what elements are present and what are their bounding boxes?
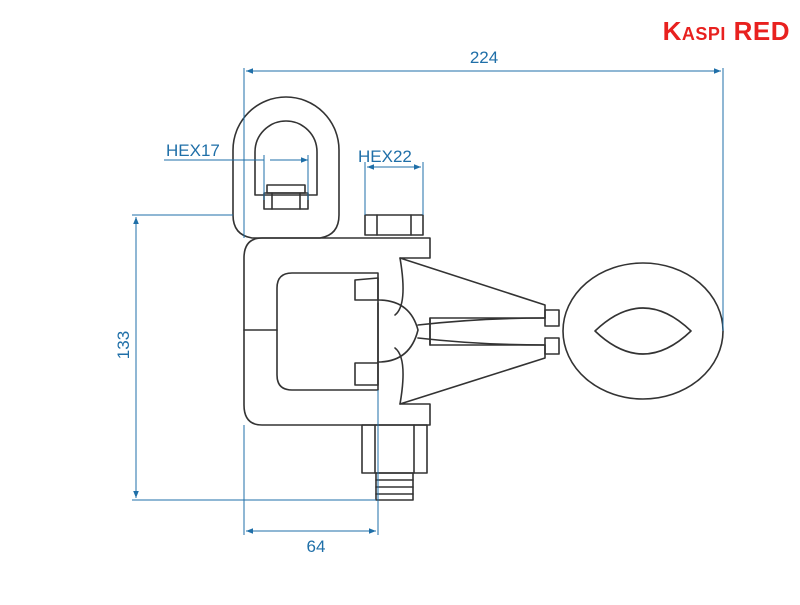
hex22-label: HEX22: [358, 147, 412, 166]
brand-logo: Kaspi RED: [663, 16, 790, 47]
brand-name: Kaspi: [662, 16, 726, 46]
eye-ring-hole: [594, 307, 692, 355]
hex17-nut-top: [266, 184, 306, 194]
hex17-nut: [263, 192, 309, 210]
base-width-label: 64: [307, 537, 326, 556]
hex22-nut-bottom: [361, 424, 428, 474]
dimension-labels: 224 133 64 HEX17 HEX22: [114, 48, 498, 556]
height-label: 133: [114, 331, 133, 359]
hex17-label: HEX17: [166, 141, 220, 160]
dimension-lines: [132, 68, 724, 535]
eye-ring: [562, 262, 724, 400]
top-shackle: [232, 96, 340, 239]
hex22-nut-top: [364, 214, 424, 236]
clamp-outline: [232, 96, 724, 501]
overall-width-label: 224: [470, 48, 498, 67]
top-shackle-hole: [254, 120, 318, 196]
clamp-window: [276, 272, 379, 391]
brand-suffix: RED: [733, 16, 790, 46]
clamp-body: [243, 237, 546, 426]
